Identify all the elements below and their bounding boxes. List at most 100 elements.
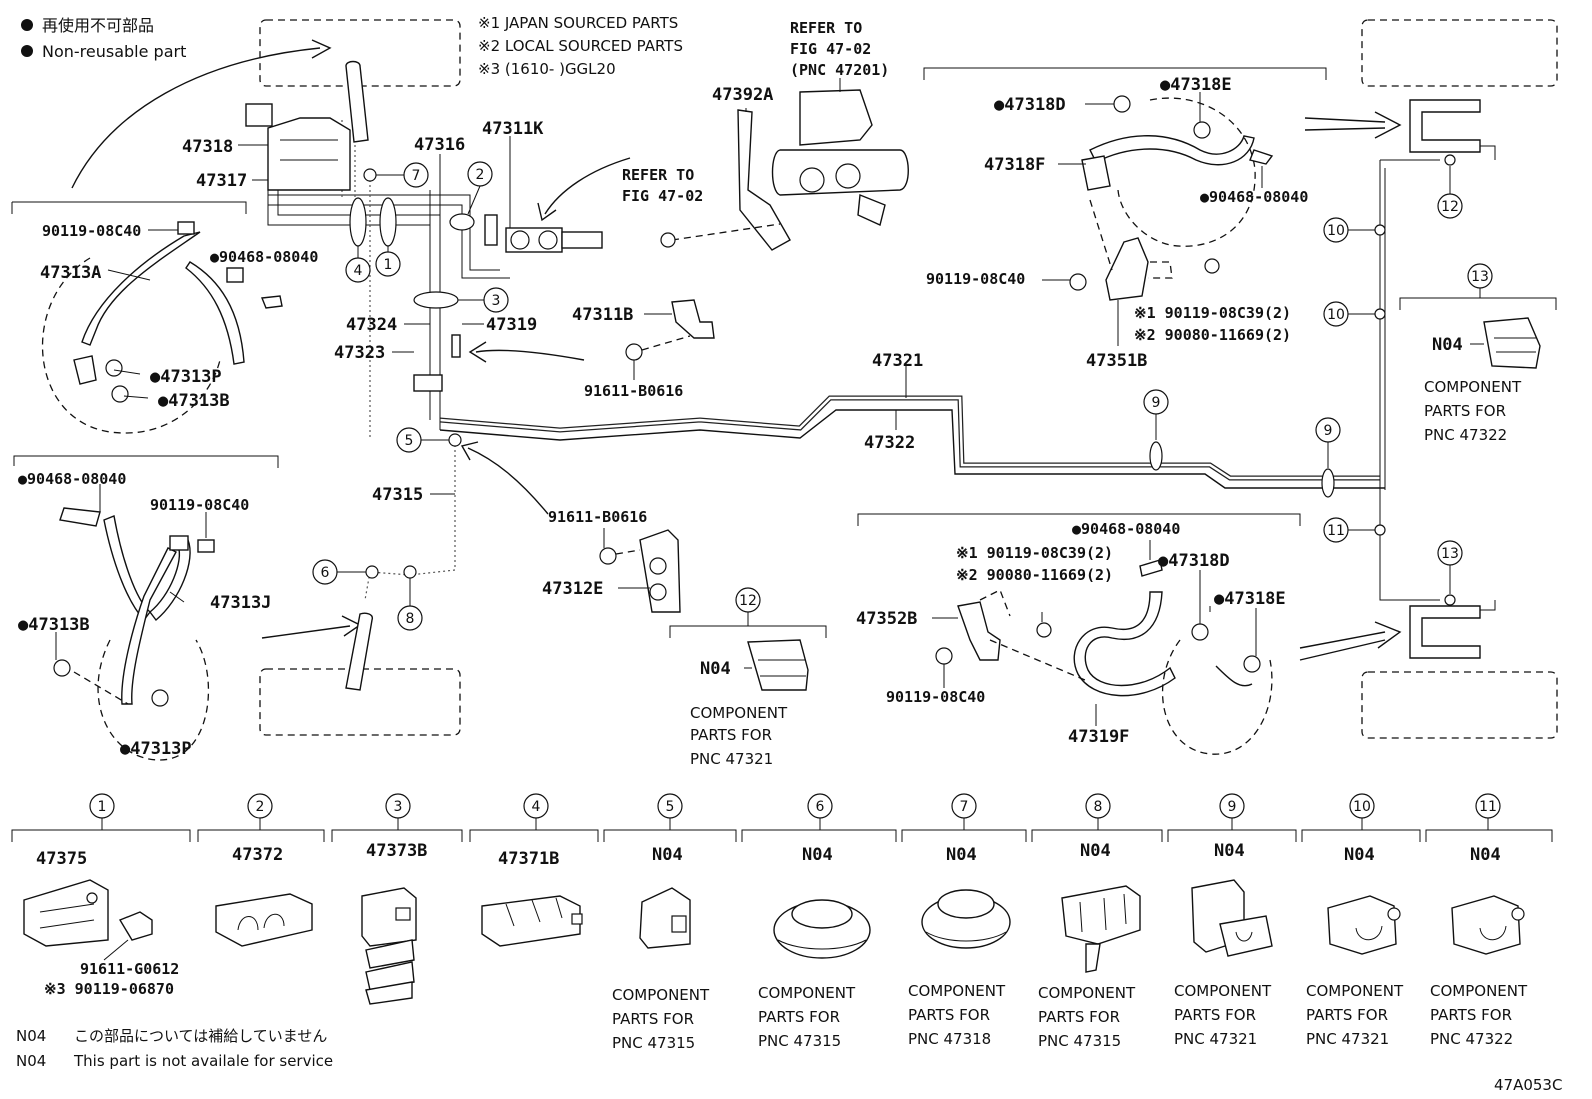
label-47311K: 47311K [482, 119, 544, 139]
bracket-47392A [737, 109, 791, 251]
leader [123, 395, 149, 399]
label-47311B: 47311B [572, 305, 633, 325]
connector-47323 [413, 374, 443, 392]
refer-line-1: REFER TO [790, 19, 862, 37]
svg-text:PNC 47315: PNC 47315 [758, 1032, 841, 1050]
label-90468-08040: ●90468-08040 [18, 470, 126, 488]
hose-group-47318F [923, 67, 1327, 301]
label-47318D: ●47318D [994, 95, 1066, 115]
leader-lines [55, 92, 1484, 726]
svg-text:PARTS FOR: PARTS FOR [1306, 1006, 1388, 1024]
strip-part-47373B: 47373B [366, 841, 427, 861]
bracket-47312E [599, 529, 681, 613]
strip-bracket-2 [197, 829, 325, 842]
bolt-47318D [1191, 623, 1209, 641]
label-47319: 47319 [486, 315, 537, 335]
callout-6: 6 [312, 559, 366, 585]
washer [151, 689, 169, 707]
clip-n04 [747, 639, 809, 691]
callout-9: 9 [1143, 389, 1169, 471]
clip-90468 [1139, 559, 1163, 577]
svg-text:11: 11 [1479, 799, 1497, 815]
strip-number-3: 3 [385, 793, 411, 830]
grommet-7 [363, 168, 377, 182]
label-47313P: ●47313P [120, 739, 192, 759]
arrow-curve [544, 157, 631, 215]
svg-text:12: 12 [739, 593, 757, 609]
hose-group-47313J [13, 455, 279, 761]
callout-9: 9 [1315, 417, 1341, 498]
callout-12: 12 [735, 587, 761, 613]
strip-note-9: COMPONENT PARTS FOR PNC 47321 [1174, 982, 1272, 1048]
callout-7: 7 [376, 162, 429, 188]
flow-arrows [71, 39, 1402, 661]
strip-bracket-4 [469, 829, 599, 842]
note-1: ※1 JAPAN SOURCED PARTS [478, 14, 678, 32]
group-bracket [1399, 297, 1557, 310]
component-note-12: COMPONENT PARTS FOR PNC 47321 [690, 704, 788, 768]
strip-number-10: 10 [1349, 793, 1375, 830]
bolt-90119 [197, 539, 215, 553]
callout-2: 2 [467, 161, 493, 215]
junction-block [267, 117, 351, 191]
note-line: PNC 47321 [690, 750, 773, 768]
svg-text:PARTS FOR: PARTS FOR [1430, 1006, 1512, 1024]
reservoir [799, 89, 873, 146]
strip-bracket-11 [1425, 829, 1553, 842]
svg-text:PARTS FOR: PARTS FOR [1174, 1006, 1256, 1024]
arrow-head [311, 39, 332, 59]
grommet-8 [403, 565, 417, 579]
master-cylinder [660, 78, 909, 251]
cylinder-port [799, 167, 825, 193]
svg-text:PARTS FOR: PARTS FOR [908, 1006, 990, 1024]
bracket-47352B [957, 601, 1001, 661]
clip-group-12 [669, 612, 827, 691]
svg-text:PARTS FOR: PARTS FOR [1038, 1008, 1120, 1026]
callout-5: 5 [396, 427, 449, 453]
svg-text:COMPONENT: COMPONENT [1174, 982, 1272, 1000]
note-line: PNC 47322 [1424, 426, 1507, 444]
grommet-5 [448, 433, 462, 447]
bolt-90119 [177, 221, 195, 235]
strip-bracket-7 [901, 829, 1027, 842]
fitting-47311K [484, 214, 498, 246]
bolt-90119-08C39 [1204, 258, 1220, 274]
svg-text:10: 10 [1327, 307, 1345, 323]
figure-id: 47A053C [1494, 1076, 1562, 1094]
connector-end [226, 267, 244, 283]
strip-drawing-n04-10 [1327, 895, 1401, 955]
arrow-curve [71, 47, 321, 189]
footer-code: N04 [16, 1027, 46, 1045]
strip-bracket-10 [1301, 829, 1421, 842]
strip-number-6: 6 [807, 793, 833, 830]
strip-note-10: COMPONENT PARTS FOR PNC 47321 [1306, 982, 1404, 1048]
note-line: COMPONENT [1424, 378, 1522, 396]
strip-bracket-6 [741, 829, 897, 842]
label-47322: 47322 [864, 433, 915, 453]
svg-text:2: 2 [256, 799, 265, 815]
line-47316 [268, 204, 510, 279]
note-line: PARTS FOR [1424, 402, 1506, 420]
bracket-47311B [625, 299, 715, 361]
strip-drawing-n04-5 [639, 887, 691, 949]
part-labels: 47318 47317 47316 47311K 47392A 90119-08… [18, 75, 1463, 759]
group-bracket [11, 201, 247, 214]
hose-47313A [81, 231, 201, 346]
hose-end [1215, 665, 1253, 687]
clip-n04 [1483, 317, 1541, 369]
callout-1: 1 [375, 246, 401, 277]
hose-end [1081, 155, 1111, 191]
svg-text:6: 6 [321, 565, 330, 581]
svg-text:5: 5 [405, 433, 414, 449]
label-90080-11669: ※2 90080-11669(2) [956, 566, 1113, 584]
label-n04: N04 [1432, 335, 1463, 355]
clip-group-13 [1399, 288, 1557, 369]
footer-text-en: This part is not availale for service [73, 1052, 333, 1070]
svg-text:9: 9 [1324, 423, 1333, 439]
placeholder-bottom-left [259, 668, 461, 736]
strip-drawing-n04-6 [773, 899, 871, 959]
hose-group-47313A [11, 201, 283, 434]
strip-part-n04: N04 [946, 845, 977, 865]
hose-stub-bottom [345, 612, 373, 691]
branch-right [1379, 160, 1440, 601]
